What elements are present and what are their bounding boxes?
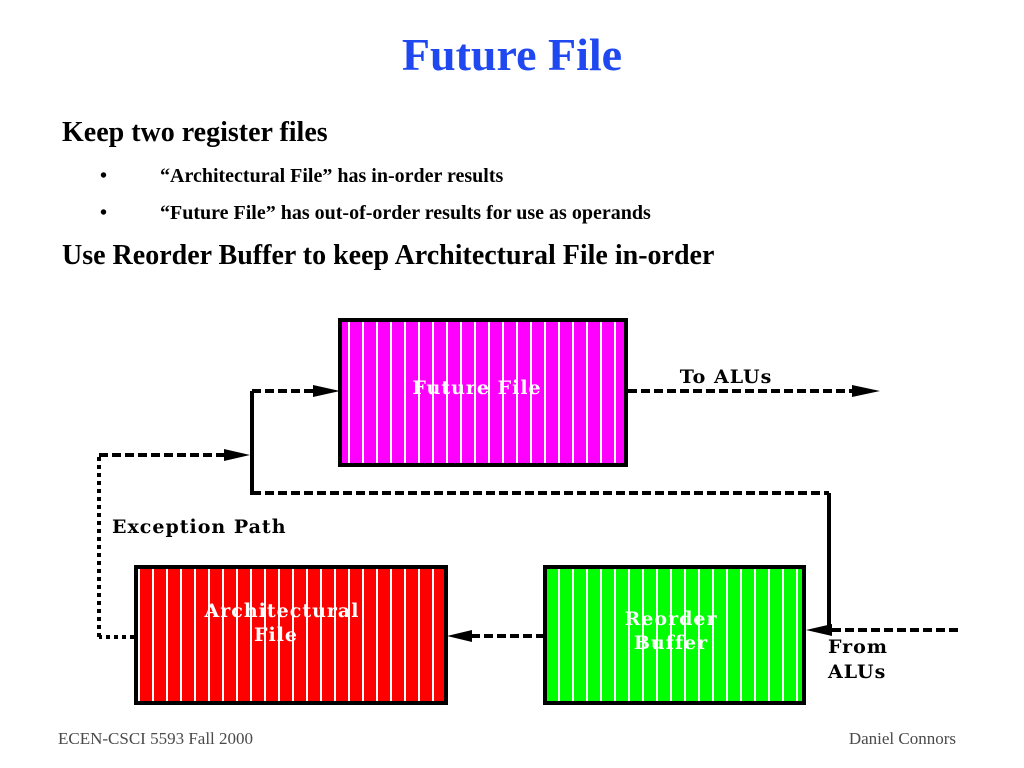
slide-title: Future File bbox=[401, 29, 623, 80]
architectural-file-box: Architectural File bbox=[134, 565, 448, 705]
from-alus-label-line1: From bbox=[828, 636, 888, 658]
bullet-architectural-file: • “Architectural File” has in-order resul… bbox=[100, 165, 503, 188]
reorder-to-architectural-arrow bbox=[447, 630, 545, 642]
future-file-label: Future File bbox=[412, 377, 541, 399]
reorder-buffer-label-line1: Reorder bbox=[625, 608, 718, 630]
to-alus-arrow bbox=[628, 385, 880, 397]
exception-path bbox=[97, 449, 250, 639]
footer-author: Daniel Connors bbox=[848, 729, 956, 748]
future-file-box: Future File bbox=[338, 318, 628, 467]
reorder-buffer-label-line2: Buffer bbox=[634, 632, 708, 654]
exception-path-label: Exception Path bbox=[112, 516, 287, 538]
from-alus-arrow bbox=[806, 624, 958, 636]
bullet-glyph: • bbox=[100, 165, 108, 187]
point-use-reorder-buffer: Use Reorder Buffer to keep Architectural… bbox=[62, 240, 715, 271]
reorder-buffer-box: Reorder Buffer bbox=[543, 565, 806, 705]
feedback-path bbox=[250, 385, 831, 630]
bullet-text: “Future File” has out-of-order results f… bbox=[160, 202, 651, 224]
point-keep-two-register-files: Keep two register files bbox=[62, 117, 328, 148]
to-alus-label: To ALUs bbox=[680, 366, 773, 388]
architectural-file-label-line1: Architectural bbox=[204, 600, 360, 622]
from-alus-label-line2: ALUs bbox=[827, 661, 886, 683]
architectural-file-label-line2: File bbox=[254, 624, 298, 646]
bullet-future-file: • “Future File” has out-of-order results … bbox=[100, 202, 651, 225]
bullet-glyph: • bbox=[100, 202, 108, 224]
bullet-text: “Architectural File” has in-order result… bbox=[160, 165, 504, 187]
footer-course: ECEN-CSCI 5593 Fall 2000 bbox=[58, 729, 254, 748]
